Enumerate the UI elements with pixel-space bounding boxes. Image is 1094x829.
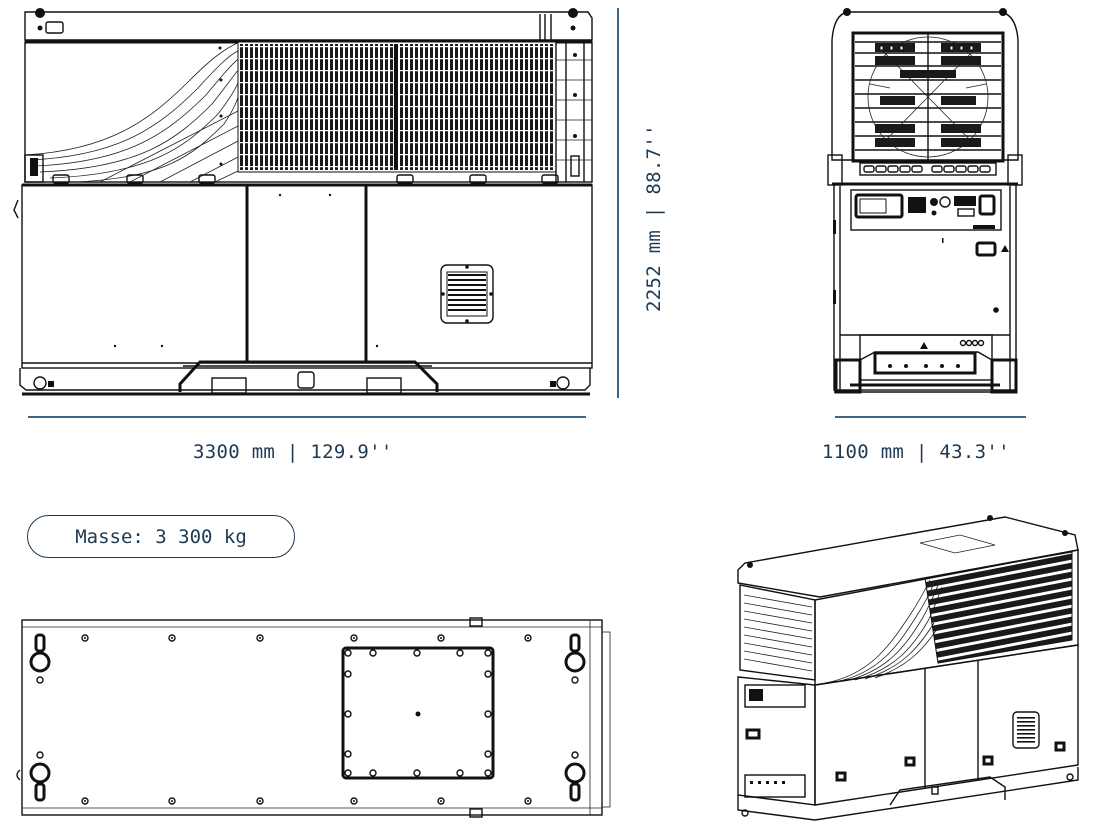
roof-hatch bbox=[341, 646, 495, 780]
side-vent bbox=[440, 264, 494, 324]
base-emblem-icon bbox=[297, 371, 315, 389]
side-view bbox=[0, 0, 600, 400]
side-height-dimension-line bbox=[617, 8, 619, 398]
lifting-hook-icon bbox=[29, 633, 586, 802]
airflow-swoosh bbox=[24, 41, 241, 183]
front-view bbox=[820, 0, 1040, 400]
warning-triangle-icon bbox=[1001, 245, 1009, 252]
top-view bbox=[0, 610, 620, 825]
side-height-label: 2252 mm | 88.7'' bbox=[643, 124, 665, 312]
front-width-label: 1100 mm | 43.3'' bbox=[822, 441, 1010, 463]
side-width-dimension-line bbox=[28, 416, 586, 418]
bolt-row-bottom bbox=[81, 797, 532, 805]
isometric-view-drawing bbox=[737, 515, 1079, 821]
mass-label: Masse: 3 300 kg bbox=[75, 525, 247, 548]
front-view-drawing bbox=[827, 8, 1023, 394]
bolt-row-top bbox=[81, 634, 532, 642]
side-width-label: 3300 mm | 129.9'' bbox=[193, 441, 393, 463]
isometric-view bbox=[720, 505, 1090, 825]
side-view-drawing bbox=[13, 8, 593, 396]
mass-badge: Masse: 3 300 kg bbox=[27, 515, 295, 558]
latch-row bbox=[52, 174, 559, 184]
warning-triangle-icon bbox=[920, 342, 928, 349]
top-view-drawing bbox=[16, 617, 611, 818]
radiator-grille bbox=[237, 41, 557, 173]
control-panel bbox=[850, 189, 1002, 231]
front-width-dimension-line bbox=[835, 416, 1026, 418]
